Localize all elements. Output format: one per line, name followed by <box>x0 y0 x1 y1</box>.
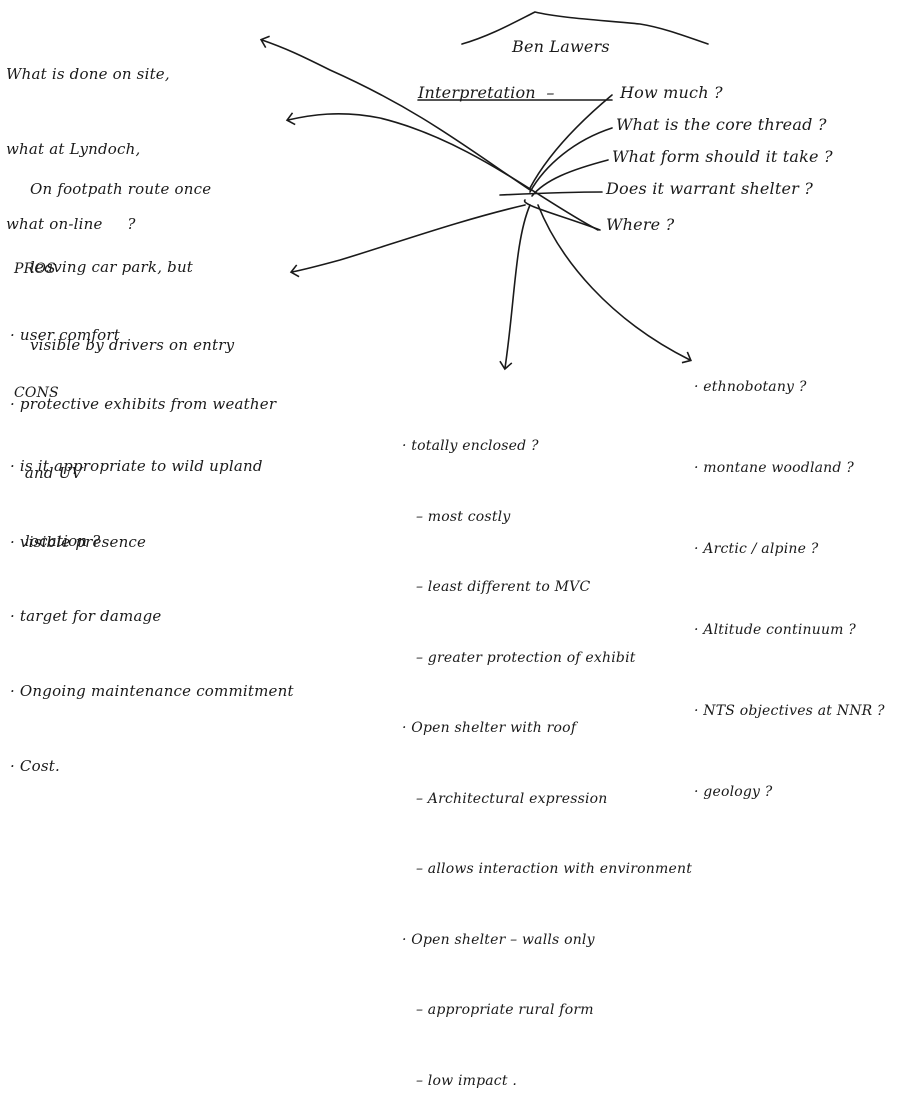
mountain-outline <box>461 11 709 45</box>
footpath-note: On footpath route once leaving car park,… <box>30 124 234 384</box>
question-where: Where ? <box>606 215 675 234</box>
list-item: · is it appropriate to wild upland <box>10 457 263 475</box>
list-item: · Arctic / alpine ? <box>694 541 819 557</box>
note-line: What is done on site, <box>6 65 170 83</box>
branch-shelter <box>499 191 603 196</box>
branch-how-much <box>529 94 613 189</box>
question-shelter: Does it warrant shelter ? <box>606 179 814 198</box>
question-how-much: How much ? <box>620 83 723 102</box>
list-item: · Ongoing maintenance commitment <box>10 682 294 700</box>
question-core-thread: What is the core thread ? <box>616 115 827 134</box>
branch-form <box>531 159 609 197</box>
list-item: · target for damage <box>10 607 162 625</box>
arrow-to-pros <box>289 204 526 278</box>
list-item: – allows interaction with environment <box>402 861 693 877</box>
list-item: – appropriate rural form <box>402 1002 594 1018</box>
list-item: · ethnobotany ? <box>694 379 807 395</box>
note-line: what at Lyndoch, <box>6 140 141 158</box>
list-item: · Altitude continuum ? <box>694 622 857 638</box>
interpretation-label: Interpretation – <box>418 83 555 102</box>
note-line: what on-line ? <box>6 215 136 233</box>
list-item: – Architectural expression <box>402 790 608 807</box>
list-item: · NTS objectives at NNR ? <box>694 703 885 719</box>
list-item: · montane woodland ? <box>694 460 854 476</box>
note-line: leaving car park, but <box>30 258 194 276</box>
list-item: · protective exhibits from weather <box>10 395 277 413</box>
list-item: · Open shelter – walls only <box>402 931 595 948</box>
list-item: · visible presence <box>10 533 147 551</box>
list-item: – least different to MVC <box>402 579 591 595</box>
list-item: · Cost. <box>10 757 60 775</box>
list-item: – greater protection of exhibit <box>402 649 636 666</box>
arrow-to-top-left <box>259 35 531 191</box>
cons-heading: CONS <box>14 385 59 401</box>
list-item: and UV <box>10 464 83 482</box>
branch-where <box>524 199 601 231</box>
note-line: On footpath route once <box>30 180 212 198</box>
list-item: · totally enclosed ? <box>402 438 539 454</box>
list-item: · Open shelter with roof <box>402 720 577 736</box>
branch-core-thread <box>529 127 613 193</box>
arrow-to-footpath <box>285 112 599 231</box>
pros-heading: PROS <box>14 261 56 277</box>
shelter-options-list: · totally enclosed ? – most costly – lea… <box>402 388 692 1117</box>
cons-list: · is it appropriate to wild upland locat… <box>10 404 294 804</box>
core-threads-list: · ethnobotany ? · montane woodland ? · A… <box>694 320 885 833</box>
note-line: visible by drivers on entry <box>30 336 235 354</box>
connector-lines <box>259 11 709 371</box>
pros-list: · user comfort · protective exhibits fro… <box>10 278 276 577</box>
list-item: · user comfort <box>10 326 120 344</box>
arrow-to-core-threads <box>537 204 692 364</box>
list-item: location ? <box>10 532 101 550</box>
arrow-to-shelter-options <box>499 204 531 371</box>
list-item: · geology ? <box>694 784 773 800</box>
question-form: What form should it take ? <box>612 147 833 166</box>
list-item: – most costly <box>402 508 511 525</box>
top-left-note: What is done on site, what at Lyndoch, w… <box>6 12 170 262</box>
diagram-title: Ben Lawers <box>512 37 610 56</box>
list-item: – low impact . <box>402 1072 517 1089</box>
